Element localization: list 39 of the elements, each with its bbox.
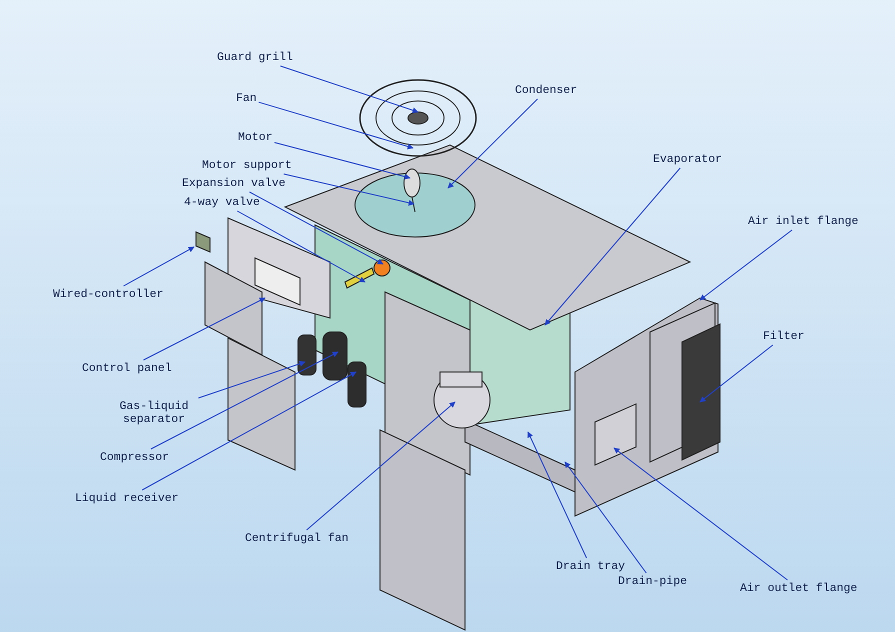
part-label: Compressor — [100, 451, 170, 464]
leader-line — [700, 344, 774, 402]
leader-line — [150, 352, 339, 450]
part-label: Liquid receiver — [75, 492, 179, 505]
part-label: Condenser — [515, 84, 578, 97]
part-label: Expansion valve — [182, 177, 286, 190]
leader-line — [249, 192, 384, 264]
part-label: Fan — [236, 92, 257, 105]
part-label: 4-way valve — [184, 196, 260, 209]
leader-line — [528, 431, 588, 558]
part-label: Gas-liquid separator — [108, 400, 200, 426]
part-label: Motor — [238, 131, 273, 144]
wall-controller-box — [196, 231, 210, 253]
part-label: Air outlet flange — [740, 582, 858, 595]
leader-line — [564, 462, 647, 574]
leader-line — [280, 66, 419, 114]
leader-line — [258, 102, 414, 150]
part-label: Wired-controller — [53, 288, 164, 301]
leader-line — [614, 448, 788, 580]
part-label: Guard grill — [217, 51, 293, 64]
leader-line — [544, 168, 681, 326]
leader-line — [143, 298, 266, 360]
leader-line — [448, 98, 538, 188]
part-label: Drain tray — [556, 560, 626, 573]
part-label: Control panel — [82, 362, 172, 375]
part-label: Air inlet flange — [748, 215, 858, 228]
leader-line — [274, 142, 411, 180]
leader-line — [283, 174, 415, 206]
part-label: Filter — [763, 330, 804, 343]
part-label: Evaporator — [653, 153, 722, 166]
part-label: Centrifugal fan — [245, 532, 349, 545]
leader-line — [142, 372, 357, 490]
leader-line — [700, 230, 793, 300]
leader-line — [198, 360, 306, 398]
part-label: Drain-pipe — [618, 575, 688, 588]
part-label: Motor support — [202, 159, 292, 172]
leader-line — [123, 246, 195, 286]
leader-line — [236, 210, 366, 282]
leader-line — [306, 402, 456, 530]
